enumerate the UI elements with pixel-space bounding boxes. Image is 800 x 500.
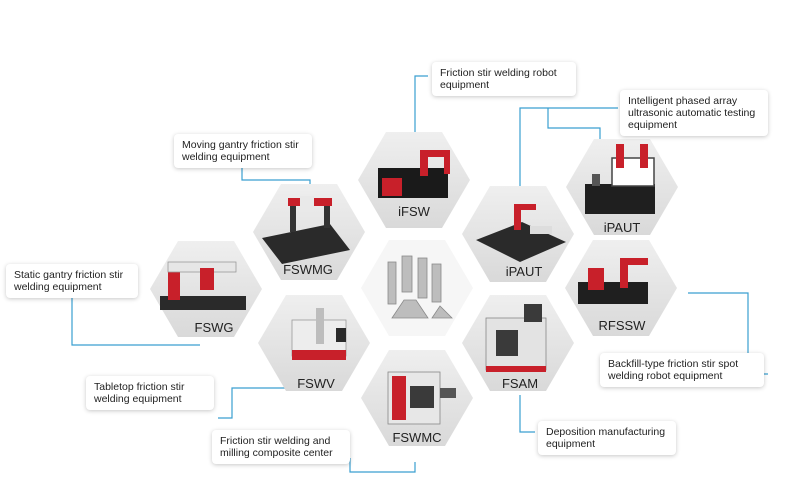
hex-fsam-label: FSAM [502,376,538,391]
fswmc-image [387,371,456,425]
connector-ifsw [414,75,428,133]
hex-ipaut-label: iPAUT [506,264,543,279]
connector-fswmc [349,458,416,473]
hex-fswg[interactable]: FSWG [150,241,262,337]
hex-ipaut[interactable]: iPAUT [462,186,574,282]
tools-image [387,255,453,319]
ipaut-image [476,204,566,262]
connector-fswg [71,296,200,346]
ifsw-robot-image [378,150,450,198]
label-tabletop-equipment: Tabletop friction stir welding equipment [86,376,214,410]
hex-rfssw[interactable]: RFSSW [565,240,677,336]
hex-fswmc-label: FSWMC [392,430,441,445]
hex-ipaut-top[interactable]: iPAUT [566,139,678,235]
label-milling-composite-center: Friction stir welding and milling compos… [212,430,350,464]
fsam-image [485,304,547,372]
hex-rfssw-label: RFSSW [599,318,647,333]
label-deposition-equipment: Deposition manufacturing equipment [538,421,676,455]
connector-fsam [519,395,535,433]
rfssw-image [578,258,648,304]
fswv-image [291,308,347,360]
hex-fsam[interactable]: FSAM [462,295,574,391]
connector-ipaut-phased [519,107,618,190]
hex-fswv[interactable]: FSWV [258,295,370,391]
label-robot-equipment: Friction stir welding robot equipment [432,62,576,96]
label-static-gantry-equipment: Static gantry friction stir welding equi… [6,264,138,298]
hex-fswmg[interactable]: FSWMG [253,184,365,280]
hex-fswmc[interactable]: FSWMC [361,350,473,446]
hex-ifsw-label: iFSW [398,204,431,219]
hex-ifsw[interactable]: iFSW [358,132,470,228]
fswg-gantry-image [160,261,246,310]
fswmg-gantry-image [262,196,350,264]
connector-fswv [218,387,330,419]
label-phased-array-equipment: Intelligent phased array ultrasonic auto… [620,90,768,136]
hex-fswv-label: FSWV [297,376,335,391]
label-backfill-equipment: Backfill-type friction stir spot welding… [600,353,764,387]
hex-fswg-label: FSWG [195,320,234,335]
ipaut-top-image [585,144,655,214]
hex-ipaut-top-label: iPAUT [604,220,641,235]
hex-center-tools [361,240,473,336]
hex-fswmg-label: FSWMG [283,262,333,277]
label-moving-gantry-equipment: Moving gantry friction stir welding equi… [174,134,312,168]
